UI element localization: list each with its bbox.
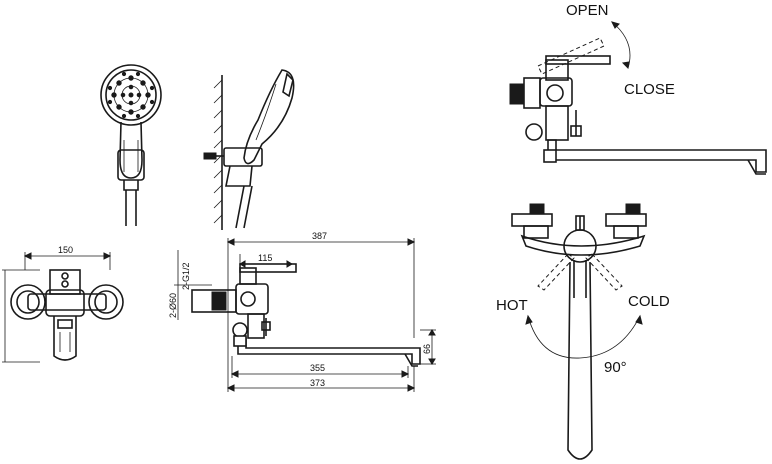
dimension-pipe-diameter: 2-Ø60 (168, 293, 178, 318)
open-label: OPEN (566, 2, 609, 19)
dimension-overall-length: 387 (312, 231, 327, 241)
dimension-spout-reach: 355 (310, 363, 325, 373)
mixer-hot-cold-view: HOT COLD 90° (496, 203, 670, 460)
cold-label: COLD (628, 293, 670, 310)
hand-shower-front-view (100, 64, 162, 226)
dimension-thread: 2-G1/2 (181, 262, 191, 290)
mixer-side-view: 387 115 2-G1/2 2-Ø60 66 (168, 231, 436, 392)
close-label: CLOSE (624, 81, 675, 98)
angle-label: 90° (604, 359, 627, 376)
hand-shower-side-view (203, 69, 295, 230)
dimension-overall-reach: 373 (310, 378, 325, 388)
hot-label: HOT (496, 297, 528, 314)
dimension-spout-height: 66 (422, 344, 432, 354)
dimension-front-width: 150 (58, 245, 73, 255)
mixer-front-view: 150 (2, 245, 124, 363)
mixer-lever-side-view: OPEN CLOSE (509, 2, 767, 175)
dimension-lever: 115 (258, 253, 272, 263)
